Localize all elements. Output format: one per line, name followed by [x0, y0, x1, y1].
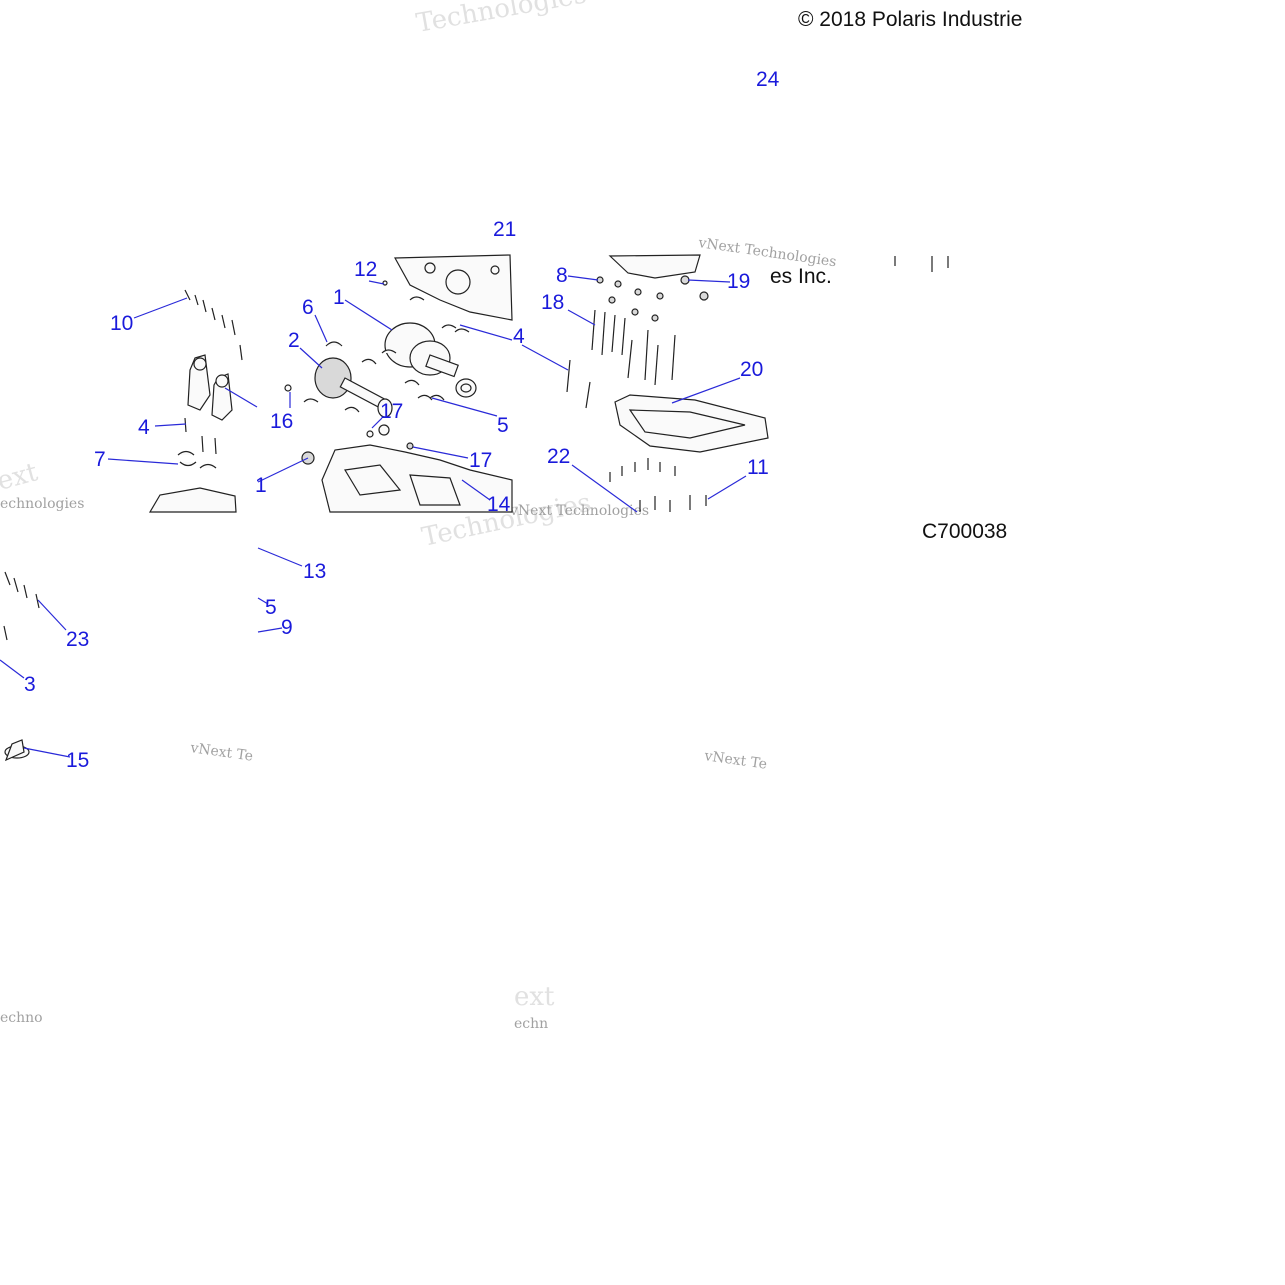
watermark: ext: [514, 982, 555, 1012]
callout-label: 19: [727, 270, 750, 293]
callout-label: 4: [138, 416, 150, 439]
callout-label: 22: [547, 445, 570, 468]
crankcase-upper: [393, 254, 701, 321]
watermark: ext: [0, 457, 41, 497]
crankshaft: [384, 322, 477, 398]
small-parts: [4, 275, 709, 762]
callout-label: 5: [265, 596, 277, 619]
callout-label: 14: [487, 493, 511, 516]
callout-label: 13: [303, 560, 326, 583]
callout-label: 20: [740, 358, 763, 381]
copyright-tail: es Inc.: [770, 265, 832, 288]
balance-shaft: [314, 357, 393, 418]
crankcase-lower: [148, 444, 513, 513]
watermark: vNext Technologies: [509, 503, 649, 519]
watermark: echno: [0, 1010, 43, 1026]
callout-label: 11: [747, 456, 769, 479]
copyright-text: © 2018 Polaris Industrie: [798, 8, 1022, 31]
watermark: vNext Te: [188, 740, 254, 765]
connecting-rods: [187, 354, 233, 421]
callout-label: 16: [270, 410, 293, 433]
watermark: echnologies: [0, 496, 84, 512]
watermark: vNext Te: [702, 748, 768, 773]
callout-label: 10: [110, 312, 133, 335]
callout-label: 15: [66, 749, 89, 772]
callout-label: 1: [255, 474, 267, 497]
callout-label: 12: [354, 258, 377, 281]
callout-label: 3: [24, 673, 36, 696]
callout-label: 8: [556, 264, 568, 287]
callout-label: 4: [513, 325, 525, 348]
watermark: echn: [514, 1016, 548, 1032]
callout-label: 21: [493, 218, 516, 241]
callout-label: 17: [469, 449, 492, 472]
callout-label: 24: [756, 68, 780, 91]
drawing-id: C700038: [922, 520, 1007, 543]
callout-label: 2: [288, 329, 300, 352]
bearing-shells: [177, 296, 470, 469]
callout-label: 18: [541, 291, 564, 314]
oil-pan: [614, 394, 769, 453]
leader-lines: [0, 275, 747, 758]
callout-label: 1: [333, 286, 345, 309]
callout-label: 23: [66, 628, 89, 651]
callout-label: 7: [94, 448, 106, 471]
watermarks: Technologies vNext Technologies vNext Te…: [0, 0, 837, 1032]
callout-label: 9: [281, 616, 293, 639]
callout-label: 17: [380, 400, 403, 423]
callouts: 24 21 12 8 19 1 6 18 10 2 4 20 16 17 5 4…: [24, 68, 780, 772]
callout-label: 5: [497, 414, 509, 437]
callout-label: 6: [302, 296, 314, 319]
watermark: Technologies: [414, 0, 589, 39]
bolts: [3, 256, 949, 641]
